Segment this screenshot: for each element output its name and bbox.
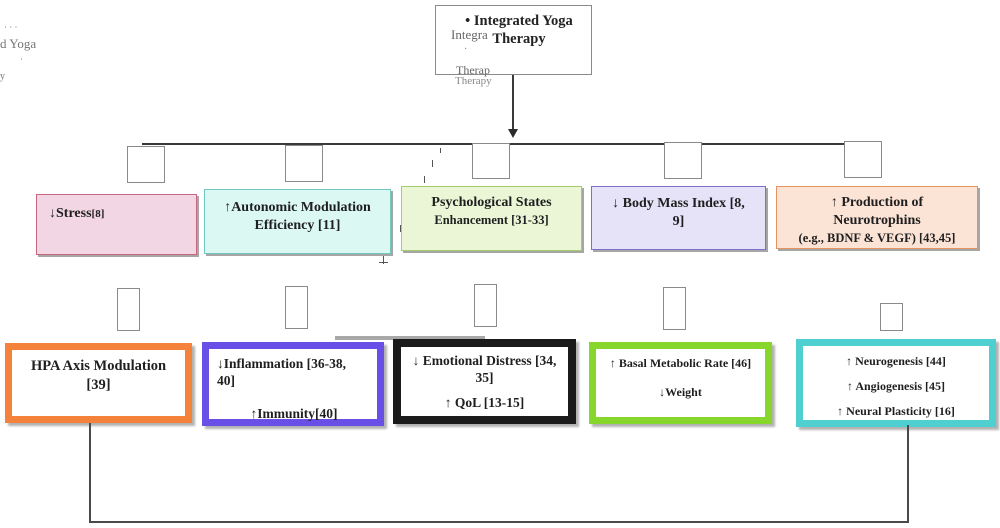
root-ghost-text: ·	[464, 44, 468, 55]
root-ghost-text: Therapy	[455, 75, 492, 87]
loop-connector-left	[89, 423, 91, 523]
connector-placeholder	[472, 143, 510, 179]
left-ghost-text: y	[0, 71, 5, 82]
connector-placeholder	[664, 142, 702, 179]
loop-connector-bottom	[89, 521, 909, 523]
outcome-line: ↓Inflammation [36-38, 40]	[217, 356, 346, 388]
effect-label-autonomic: ↑Autonomic Modulation Efficiency [11]	[224, 200, 371, 233]
effect-label-neurotrophins: ↑ Production of Neurotrophins	[830, 195, 924, 228]
root-ghost-text: Therap	[456, 63, 490, 77]
effect-ref-stress: [8]	[91, 208, 105, 220]
root-ghost-text: Integra	[451, 27, 488, 42]
outcome-line: [39]	[86, 377, 111, 393]
effect-box-stress: ↓Stress[8]	[36, 194, 197, 255]
effect-label-stress: ↓Stress	[49, 206, 92, 221]
outcome-line: HPA Axis Modulation	[30, 358, 167, 374]
outcome-box-inflammation: ↓Inflammation [36-38, 40] ↑Immunity[40]	[202, 342, 384, 426]
root-node-integrated-yoga-therapy: Integra · Therap • Integrated Yoga Thera…	[435, 5, 592, 77]
connector-placeholder	[127, 146, 165, 183]
gray-bar	[335, 336, 485, 340]
effect-sublabel-psychological: Enhancement [31-33]	[434, 213, 549, 227]
left-ghost-text: ·	[20, 54, 23, 64]
effect-label-bmi: ↓ Body Mass Index [8, 9]	[612, 196, 745, 229]
effect-box-psychological: Psychological States Enhancement [31-33]	[401, 186, 582, 251]
outcome-line: ↑Immunity[40]	[250, 406, 338, 421]
outcome-box-hpa: HPA Axis Modulation [39]	[5, 343, 192, 423]
effect-box-autonomic: ↑Autonomic Modulation Efficiency [11]	[204, 189, 391, 254]
outcome-line: ↑ Basal Metabolic Rate [46]	[609, 356, 752, 370]
left-ghost-text: · · ·	[4, 22, 18, 32]
loop-connector-right	[907, 425, 909, 523]
effect-sublabel-neurotrophins: (e.g., BDNF & VEGF) [43,45]	[798, 231, 956, 245]
outcome-box-neuro: ↑ Neurogenesis [44] ↑ Angiogenesis [45] …	[796, 339, 996, 427]
connector-placeholder	[117, 288, 140, 331]
dash-fragment	[440, 148, 441, 153]
effect-box-bmi: ↓ Body Mass Index [8, 9]	[591, 186, 766, 250]
outcome-line: ↑ Neural Plasticity [16]	[837, 404, 955, 418]
connector-placeholder	[880, 303, 903, 331]
dash-fragment	[379, 262, 388, 263]
connector-placeholder	[474, 284, 497, 327]
arrow-down-icon	[508, 129, 518, 138]
outcome-line: ↑ QoL [13-15]	[444, 395, 525, 410]
outcome-line: ↓ Emotional Distress [34, 35]	[412, 353, 557, 385]
root-connector-line	[512, 75, 514, 130]
outcome-line: ↓Weight	[659, 385, 702, 399]
effect-box-neurotrophins: ↑ Production of Neurotrophins (e.g., BDN…	[776, 186, 978, 249]
connector-placeholder	[285, 286, 308, 329]
dash-fragment	[400, 225, 401, 232]
left-ghost-text: d Yoga	[0, 36, 37, 51]
outcome-line: ↑ Angiogenesis [45]	[846, 379, 945, 393]
connector-placeholder	[663, 287, 686, 330]
dash-fragment	[424, 176, 425, 183]
dash-fragment	[383, 256, 384, 264]
effect-label-psychological: Psychological States	[431, 195, 552, 210]
root-title: • Integrated Yoga Therapy	[465, 13, 573, 47]
outcome-box-metabolic: ↑ Basal Metabolic Rate [46] ↓Weight	[589, 342, 772, 424]
dash-fragment	[432, 160, 433, 167]
outcome-line: ↑ Neurogenesis [44]	[846, 354, 946, 368]
outcome-box-emotional: ↓ Emotional Distress [34, 35] ↑ QoL [13-…	[393, 339, 576, 424]
connector-placeholder	[285, 145, 323, 182]
connector-placeholder	[844, 141, 882, 178]
